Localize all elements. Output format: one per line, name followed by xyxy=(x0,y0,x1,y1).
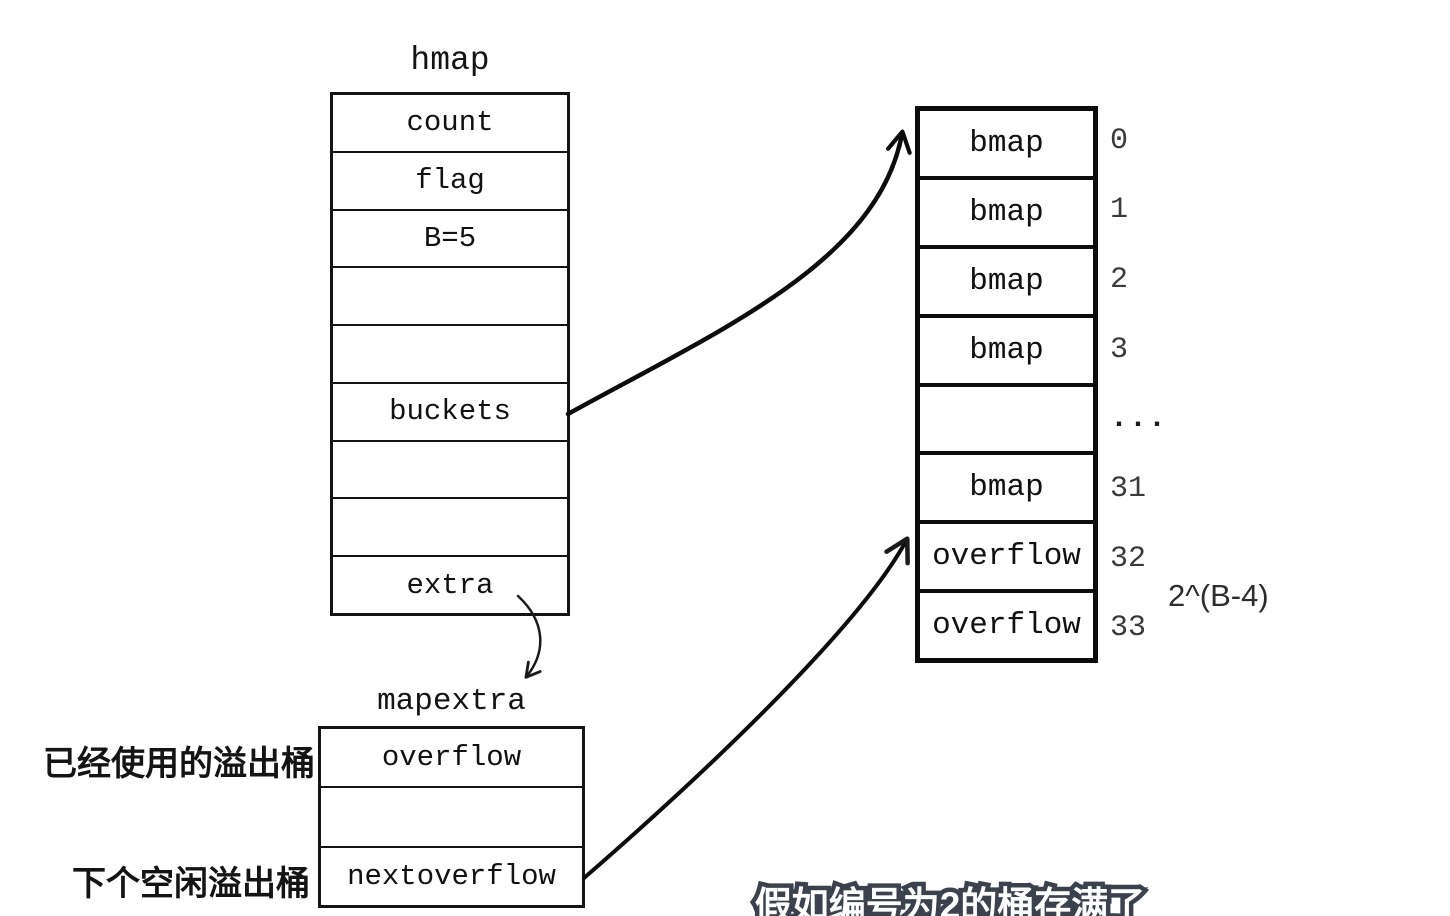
bucket-index-column: 0 1 2 3 ... 31 32 33 xyxy=(1110,106,1190,663)
bucket-index-2: 2 xyxy=(1110,263,1129,298)
mapextra-struct-box: overflow nextoverflow xyxy=(318,726,585,908)
hmap-title: hmap xyxy=(410,42,490,79)
mapextra-field-overflow: overflow xyxy=(321,729,582,789)
hmap-field-empty-2 xyxy=(333,326,567,384)
used-overflow-annotation: 已经使用的溢出桶 xyxy=(43,746,315,783)
overflow-count-formula: 2^(B-4) xyxy=(1168,578,1269,613)
nextoverflow-pointer-arrow-icon xyxy=(582,536,910,880)
bucket-array-box: bmap bmap bmap bmap bmap overflow overfl… xyxy=(915,106,1098,663)
video-subtitle-text: 假如编号为2的桶存满了 xyxy=(754,885,1146,916)
hmap-field-empty-3 xyxy=(333,442,567,500)
bucket-index-3: 3 xyxy=(1110,332,1129,367)
video-subtitle-outline: 假如编号为2的桶存满了 xyxy=(750,881,1150,916)
bucket-cell-1: bmap xyxy=(920,180,1093,249)
hmap-field-buckets: buckets xyxy=(333,384,567,442)
bucket-cell-3: bmap xyxy=(920,318,1093,387)
bucket-cell-0: bmap xyxy=(920,111,1093,180)
hmap-field-flag: flag xyxy=(333,153,567,211)
bucket-cell-ellipsis xyxy=(920,387,1093,456)
mapextra-field-nextoverflow: nextoverflow xyxy=(347,859,556,893)
bucket-index-33: 33 xyxy=(1110,611,1147,646)
next-free-overflow-annotation: 下个空闲溢出桶 xyxy=(72,866,310,903)
bucket-cell-33-overflow: overflow xyxy=(932,608,1081,644)
bucket-index-31: 31 xyxy=(1110,471,1147,506)
bucket-index-32: 32 xyxy=(1110,541,1147,576)
hmap-field-empty-4 xyxy=(333,499,567,558)
bucket-index-0: 0 xyxy=(1110,123,1129,158)
mapextra-field-empty xyxy=(321,788,582,848)
hmap-field-extra: extra xyxy=(406,568,494,602)
bucket-cell-2: bmap xyxy=(920,249,1093,318)
video-subtitle: 假如编号为2的桶存满了 假如编号为2的桶存满了 xyxy=(750,881,1150,916)
hmap-field-b: B=5 xyxy=(333,211,567,269)
buckets-pointer-arrow-icon xyxy=(565,129,912,417)
mapextra-title: mapextra xyxy=(377,684,526,719)
bucket-cell-31: bmap xyxy=(920,455,1093,525)
hmap-field-empty-1 xyxy=(333,268,567,327)
hmap-field-count: count xyxy=(333,95,567,153)
bucket-cell-32-overflow: overflow xyxy=(920,524,1093,594)
bucket-index-ellipsis: ... xyxy=(1110,402,1168,437)
bucket-index-1: 1 xyxy=(1110,193,1129,228)
hmap-struct-box: count flag B=5 buckets extra xyxy=(330,92,570,616)
